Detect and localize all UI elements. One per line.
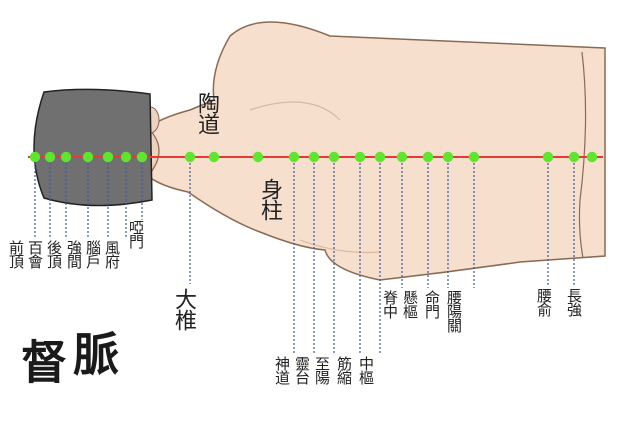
label-changqiang: 長強 [566, 288, 581, 316]
acupoint-jinsuo [355, 152, 365, 162]
head [34, 89, 152, 205]
acupoint-shendao [289, 152, 299, 162]
acupoint-zhongshu [375, 152, 385, 162]
acupoint-dazhui [185, 152, 195, 162]
acupoint-changqiang [569, 152, 579, 162]
acupoint-end [587, 152, 597, 162]
label-houding: 後頂 [46, 240, 61, 268]
acupoint-yaoyangguan [469, 152, 479, 162]
title-char-2: 脈 [66, 330, 120, 378]
label-fengfu: 風府 [104, 240, 119, 268]
acupoint-lingtai [309, 152, 319, 162]
label-naohu: 腦戶 [85, 240, 100, 268]
label-dazhui: 大椎 [172, 288, 194, 330]
label-shenzhu: 身柱 [258, 178, 280, 220]
acupoint-naohu [103, 152, 113, 162]
torso-outline [148, 22, 605, 280]
acupoint-yamen [137, 152, 147, 162]
acupoint-shenzhu [253, 152, 263, 162]
acupoint-jizhong [397, 152, 407, 162]
label-lingtai: 靈台 [294, 356, 309, 384]
acupoint-qianding [30, 152, 40, 162]
label-taodao: 陶道 [195, 92, 217, 134]
label-baihui: 百會 [27, 240, 42, 268]
title-char-1: 督 [14, 338, 68, 386]
label-qianding: 前頂 [8, 240, 23, 268]
diagram-title: 督 [18, 338, 64, 386]
label-yaoyangguan: 腰陽關 [446, 290, 461, 332]
label-zhiyang: 至陽 [314, 356, 329, 384]
diagram-title-2: 脈 [70, 330, 116, 378]
acupoint-fengfu [121, 152, 131, 162]
acupoint-baihui [45, 152, 55, 162]
label-yamen: 啞門 [128, 220, 143, 248]
label-qiangjian: 強間 [66, 240, 81, 268]
acupoint-mingmen [443, 152, 453, 162]
label-jizhong: 脊中 [382, 290, 397, 318]
label-zhongshu: 中樞 [358, 356, 373, 384]
acupoint-houding [61, 152, 71, 162]
label-jinsuo: 筋縮 [336, 356, 351, 384]
label-xuanshu: 懸樞 [402, 290, 417, 318]
acupoint-taodao [209, 152, 219, 162]
label-mingmen: 命門 [424, 290, 439, 318]
label-shendao: 神道 [274, 356, 289, 384]
acupoint-zhiyang [329, 152, 339, 162]
label-yaoshu: 腰俞 [536, 288, 551, 316]
acupoint-xuanshu [423, 152, 433, 162]
acupoint-yaoshu [543, 152, 553, 162]
acupoint-qiangjian [83, 152, 93, 162]
